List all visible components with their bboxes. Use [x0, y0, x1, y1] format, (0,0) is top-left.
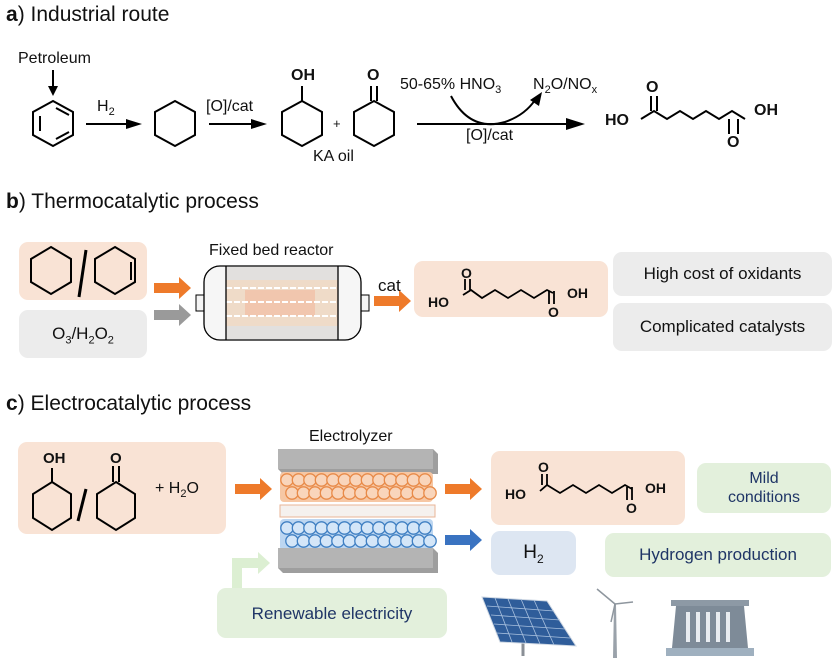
product-o-label: O	[646, 79, 659, 96]
advantage-label-hydrogen: Hydrogen production	[639, 545, 797, 564]
product-oh-label: OH	[754, 102, 778, 119]
electricity-label: Renewable electricity	[251, 604, 413, 623]
hydrogen-reagent-label: H2	[97, 98, 115, 119]
product-box-b	[414, 261, 608, 317]
adipic-acid-structure-a	[640, 96, 746, 134]
electrolyzer-icon	[278, 449, 438, 573]
fixed-bed-reactor-icon	[195, 265, 370, 341]
electricity-box: Renewable electricity	[217, 588, 447, 638]
carbonyl-label: O	[367, 67, 380, 84]
section-b-title: b) Thermocatalytic process	[6, 190, 259, 213]
cyclohexanone-structure	[353, 86, 395, 148]
cyclohexanol-structure	[281, 86, 323, 148]
advantage-box-hydrogen: Hydrogen production	[605, 533, 831, 577]
nitric-acid-label: 50-65% HNO3	[400, 76, 502, 97]
section-b-graphics	[30, 245, 411, 341]
hydrogen-label: H2	[523, 542, 544, 566]
hydrogen-box: H2	[491, 531, 576, 575]
catalyst-bead	[423, 534, 437, 548]
nitric-acid-arrow	[417, 92, 585, 130]
plus-sign: +	[333, 116, 341, 131]
product-oh-label-b: OH	[567, 285, 588, 301]
cat-label: cat	[378, 276, 401, 295]
nitrous-oxide-label: N2O/NOx	[533, 76, 598, 97]
product-o-label-c2: O	[626, 500, 637, 516]
carbonyl-label-c: O	[110, 450, 122, 467]
catalyst-bead	[423, 486, 437, 500]
drawback-label: Complicated catalysts	[639, 317, 806, 336]
product-oh-label-c: OH	[645, 480, 666, 496]
hydrogenation-arrow	[86, 119, 142, 129]
drawback-box-2: Complicated catalysts	[613, 303, 832, 351]
product-o-label-b2: O	[548, 304, 559, 320]
orange-arrow-c-in	[235, 478, 272, 500]
wind-turbine-icon	[596, 588, 634, 658]
oxidant-box: O3/H2O2	[19, 310, 147, 358]
section-c-title: c) Electrocatalytic process	[6, 392, 252, 415]
product-ho-label-c: HO	[505, 486, 526, 502]
blue-arrow-c-out	[445, 529, 482, 551]
product-box-c	[491, 451, 685, 525]
drawback-label: High cost of oxidants	[643, 264, 802, 283]
catalyst-bead	[418, 521, 432, 535]
benzene-structure	[32, 99, 74, 148]
cyclohexanol-structure-c	[32, 468, 72, 532]
grey-arrow-b	[154, 304, 191, 326]
reactor-label: Fixed bed reactor	[209, 242, 334, 259]
section-a-title: a) Industrial route	[6, 3, 170, 26]
catalyst-bead	[418, 473, 432, 487]
oxidation-arrow	[209, 119, 267, 129]
cyclohexanone-structure-c	[96, 466, 136, 532]
product-ho-label-b: HO	[428, 294, 449, 310]
petroleum-arrow	[48, 70, 58, 96]
oxidant-label: O3/H2O2	[52, 324, 114, 347]
oxidation-reagent-label: [O]/cat	[206, 98, 254, 115]
cyclohexane-structure	[154, 99, 196, 148]
cyclohexene-structure	[94, 245, 136, 296]
substrate-box-c	[18, 442, 226, 534]
adipic-acid-structure-b	[462, 279, 555, 304]
slash-c	[76, 488, 88, 522]
drawback-box-1: High cost of oxidants	[613, 252, 832, 296]
ka-oil-label: KA oil	[313, 148, 354, 165]
orange-arrow-c-out	[445, 478, 482, 500]
orange-arrow-b	[154, 277, 191, 299]
water-label: + H2O	[155, 480, 199, 501]
cyclohexane-structure-b	[30, 245, 72, 296]
electrolyzer-label: Electrolyzer	[309, 428, 393, 445]
hydro-dam-icon	[666, 600, 754, 656]
product-ho-label: HO	[605, 112, 629, 129]
product-o-label-c: O	[538, 459, 549, 475]
product-o-label-b: O	[461, 265, 472, 281]
petroleum-label: Petroleum	[18, 50, 91, 67]
slash	[77, 249, 88, 298]
oxidation-reagent-label-2: [O]/cat	[466, 127, 514, 144]
orange-arrow-cat	[374, 290, 411, 312]
hydroxyl-label: OH	[291, 67, 315, 84]
solar-panel-icon	[481, 596, 577, 656]
green-electricity-arrow	[232, 552, 270, 590]
hydroxyl-label-c: OH	[43, 450, 66, 467]
section-a-scheme	[32, 70, 746, 148]
product-o-label-2: O	[727, 134, 740, 151]
